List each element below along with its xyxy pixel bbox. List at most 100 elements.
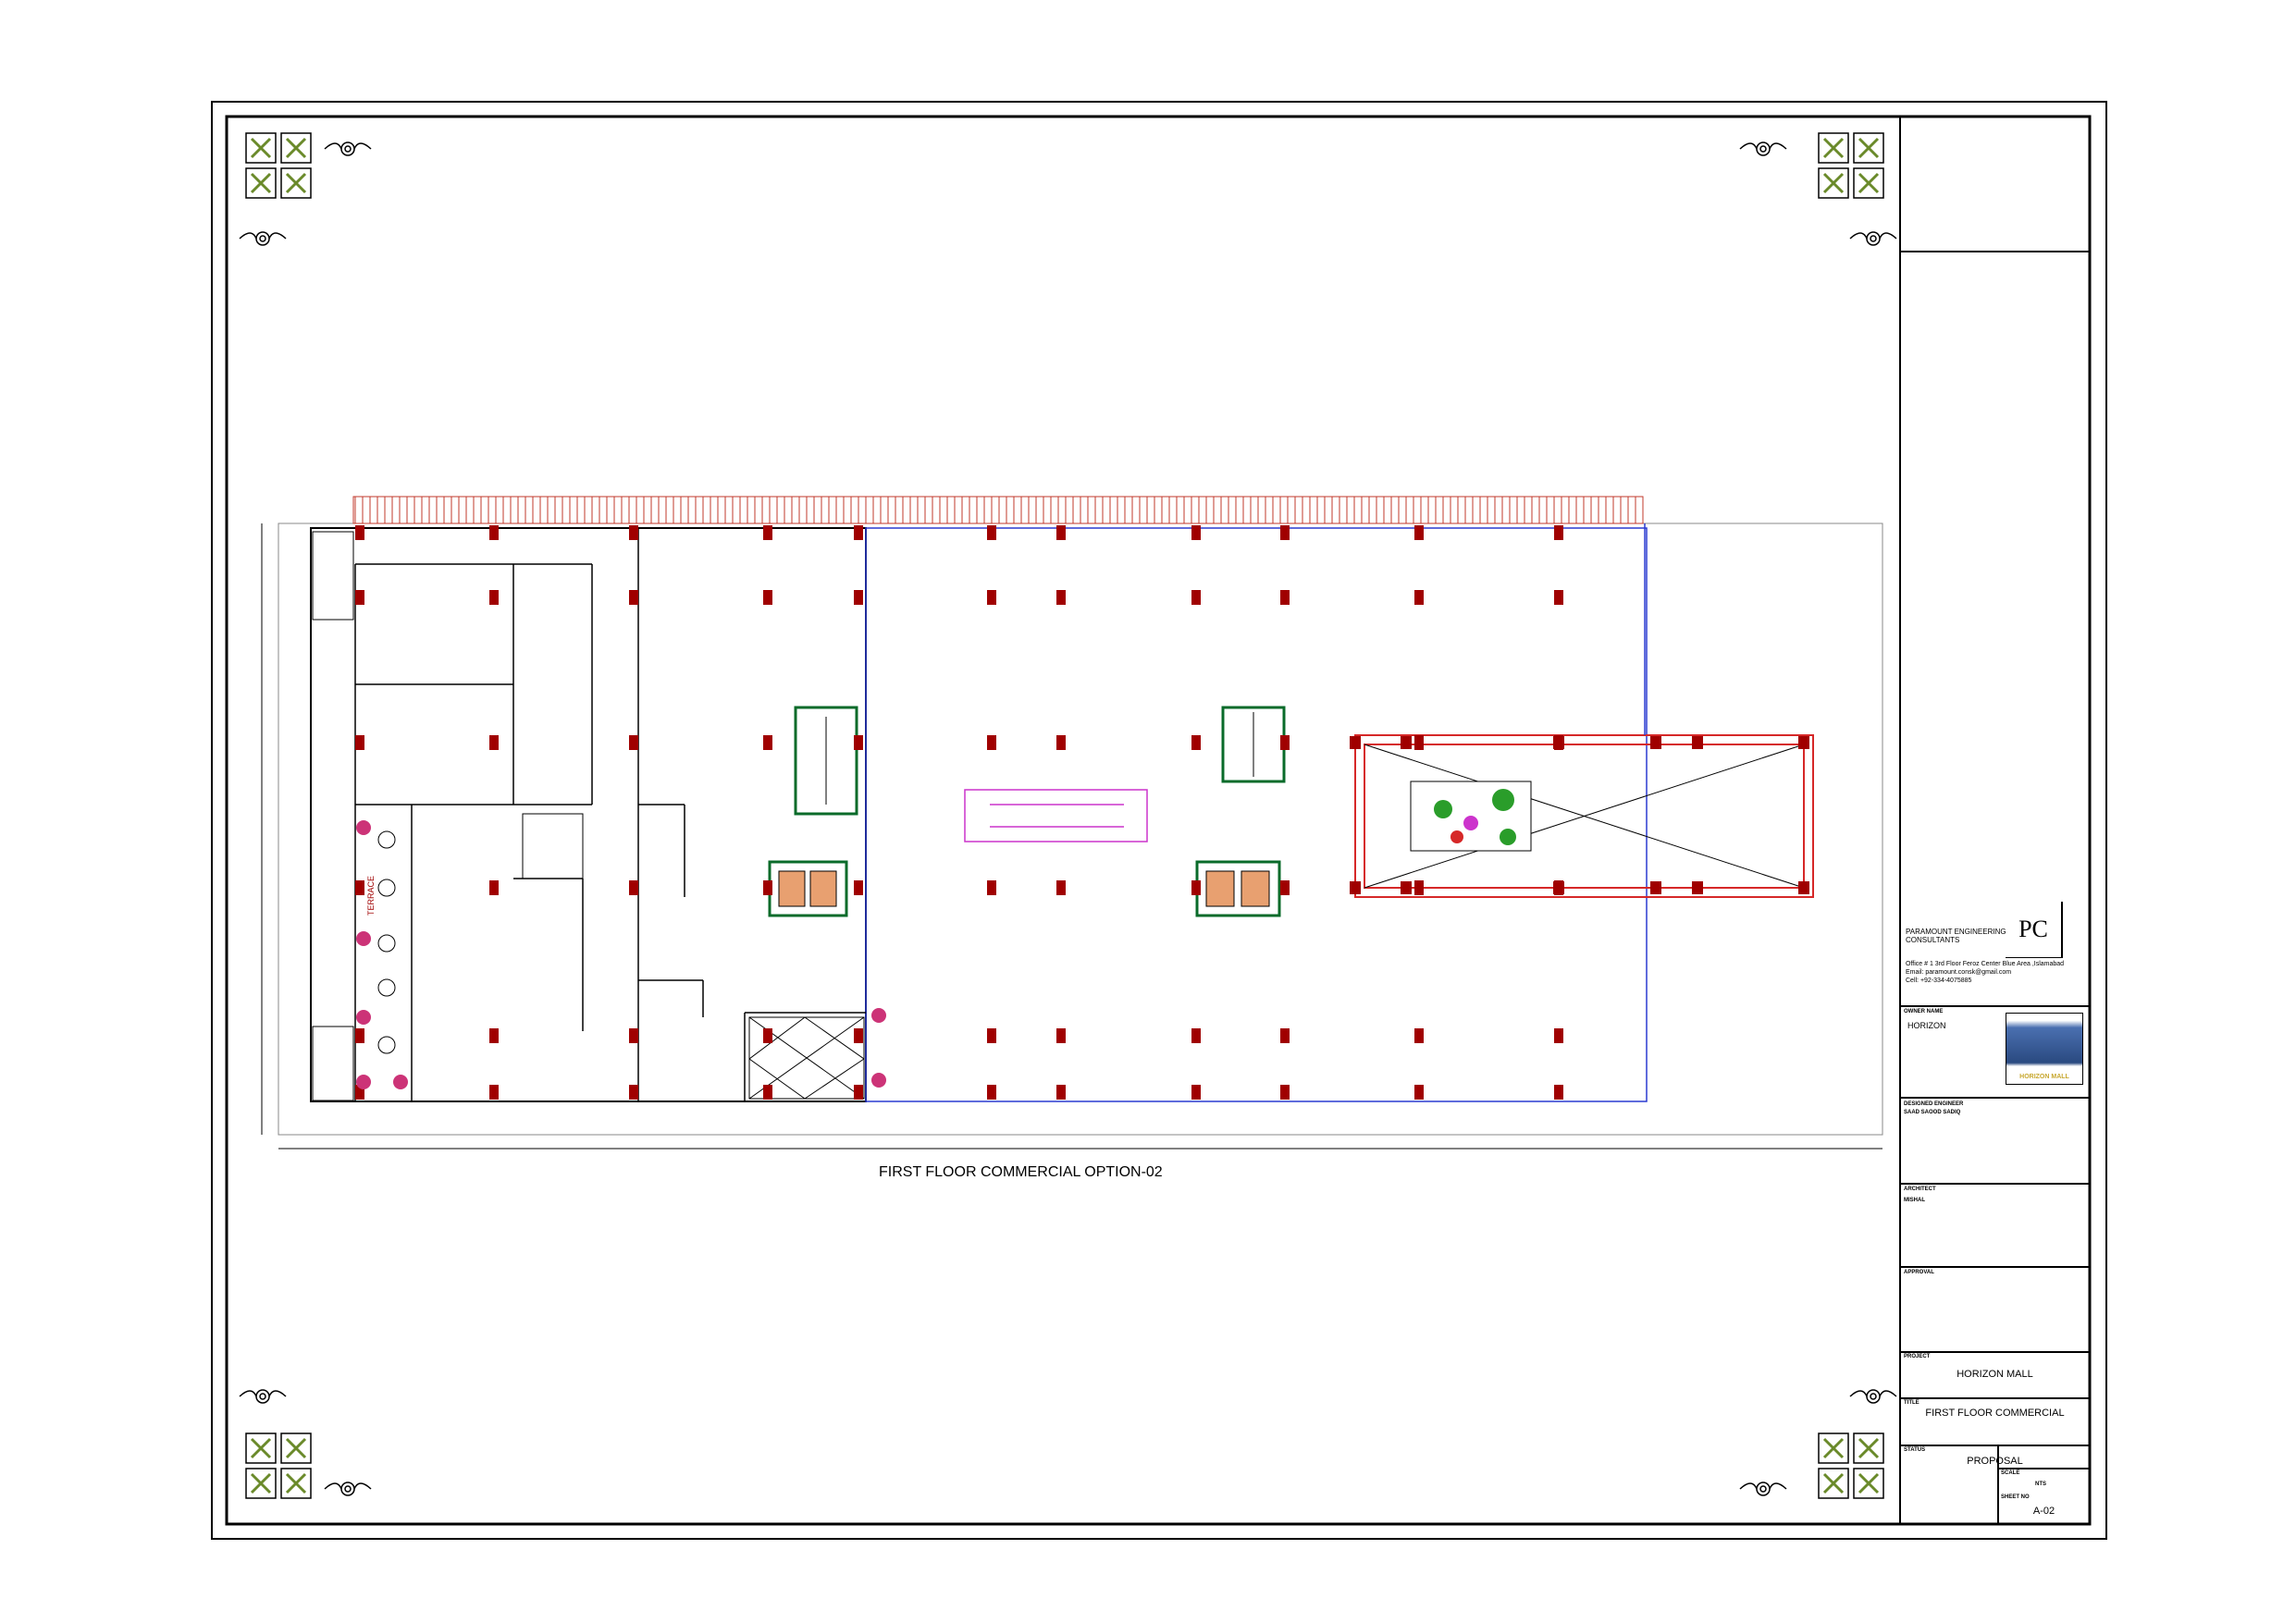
column	[1554, 590, 1563, 605]
column	[629, 525, 638, 540]
column	[854, 735, 863, 750]
column	[987, 735, 996, 750]
column	[1650, 736, 1661, 749]
plants	[1434, 789, 1516, 845]
ornament-tile	[245, 167, 277, 199]
column	[987, 590, 996, 605]
drawing-caption: FIRST FLOOR COMMERCIAL OPTION-02	[879, 1164, 1163, 1180]
column	[763, 1028, 772, 1043]
column	[1798, 736, 1809, 749]
column	[629, 1028, 638, 1043]
column	[1056, 525, 1066, 540]
column	[1280, 735, 1290, 750]
plan-boundary	[278, 523, 1883, 1136]
column	[1350, 736, 1361, 749]
column	[355, 525, 364, 540]
column	[1554, 1085, 1563, 1100]
open-floor-outline	[865, 527, 1648, 1102]
ornament-tile	[1853, 1432, 1884, 1464]
column	[489, 525, 499, 540]
status-value: PROPOSAL	[1967, 1456, 2023, 1467]
column	[1191, 590, 1201, 605]
ornament-tile	[280, 132, 312, 164]
flourish-ornament	[1739, 1482, 1787, 1496]
ornament-tile	[1818, 1432, 1849, 1464]
atrium-void	[1354, 734, 1814, 898]
column	[1350, 881, 1361, 894]
scale-value: NTS	[2035, 1482, 2046, 1487]
column	[629, 880, 638, 895]
ornament-tile	[1853, 1468, 1884, 1499]
column	[489, 880, 499, 895]
column	[355, 590, 364, 605]
column	[1191, 1028, 1201, 1043]
ornament-tile	[245, 132, 277, 164]
ornament-tile	[280, 1468, 312, 1499]
flourish-ornament	[324, 1482, 372, 1496]
ornament-tile	[1853, 167, 1884, 199]
column	[1401, 881, 1412, 894]
column	[1553, 881, 1564, 894]
architect-label: ARCHITECT	[1904, 1187, 1936, 1192]
lift-1	[768, 860, 848, 917]
ornament-tile	[1818, 132, 1849, 164]
column	[629, 590, 638, 605]
project-label: PROJECT	[1904, 1354, 1931, 1359]
column	[355, 1028, 364, 1043]
inner-border	[225, 115, 2092, 1526]
terrace-stairs	[312, 531, 354, 1101]
column	[355, 880, 364, 895]
column	[1650, 881, 1661, 894]
ornament-tile	[1818, 1468, 1849, 1499]
sheet-no: A-02	[2032, 1506, 2055, 1517]
column	[489, 735, 499, 750]
ornament-tile	[1818, 167, 1849, 199]
column	[854, 525, 863, 540]
terrace-railing	[352, 496, 1644, 524]
ornament-tile	[245, 1468, 277, 1499]
column	[1553, 736, 1564, 749]
column	[1191, 880, 1201, 895]
column	[355, 735, 364, 750]
column	[1554, 1028, 1563, 1043]
column	[1280, 525, 1290, 540]
structural-columns	[355, 525, 1809, 1100]
ornament-tile	[280, 1432, 312, 1464]
column	[629, 735, 638, 750]
interior-walls	[354, 528, 866, 1101]
terrace-flowers	[356, 820, 886, 1089]
column	[854, 1028, 863, 1043]
column	[763, 1085, 772, 1100]
status-label: STATUS	[1904, 1447, 1926, 1453]
title-block-lines	[1900, 251, 2090, 1524]
corner-ornaments	[239, 132, 1897, 1499]
approval-label: APPROVAL	[1904, 1270, 1934, 1275]
column	[1414, 735, 1424, 750]
column	[1191, 525, 1201, 540]
column	[1191, 735, 1201, 750]
owner-label: OWNER NAME	[1904, 1009, 1944, 1014]
engineer-label: DESIGNED ENGINEER	[1904, 1101, 1964, 1107]
column	[1056, 590, 1066, 605]
column	[854, 1085, 863, 1100]
column	[1414, 525, 1424, 540]
title-label: TITLE	[1904, 1400, 1920, 1406]
architect-name: MISHAL	[1904, 1198, 1925, 1203]
ornament-tile	[1853, 132, 1884, 164]
owner-name: HORIZON	[1907, 1021, 1946, 1030]
flourish-ornament	[239, 1389, 287, 1404]
column	[987, 880, 996, 895]
column	[763, 735, 772, 750]
flourish-ornament	[1849, 1389, 1897, 1404]
column	[987, 1028, 996, 1043]
column	[1280, 880, 1290, 895]
column	[763, 525, 772, 540]
column	[489, 1028, 499, 1043]
column	[1554, 525, 1563, 540]
flourish-ornament	[1739, 141, 1787, 156]
flourish-ornament	[324, 141, 372, 156]
column	[1191, 1085, 1201, 1100]
ornament-tile	[245, 1432, 277, 1464]
